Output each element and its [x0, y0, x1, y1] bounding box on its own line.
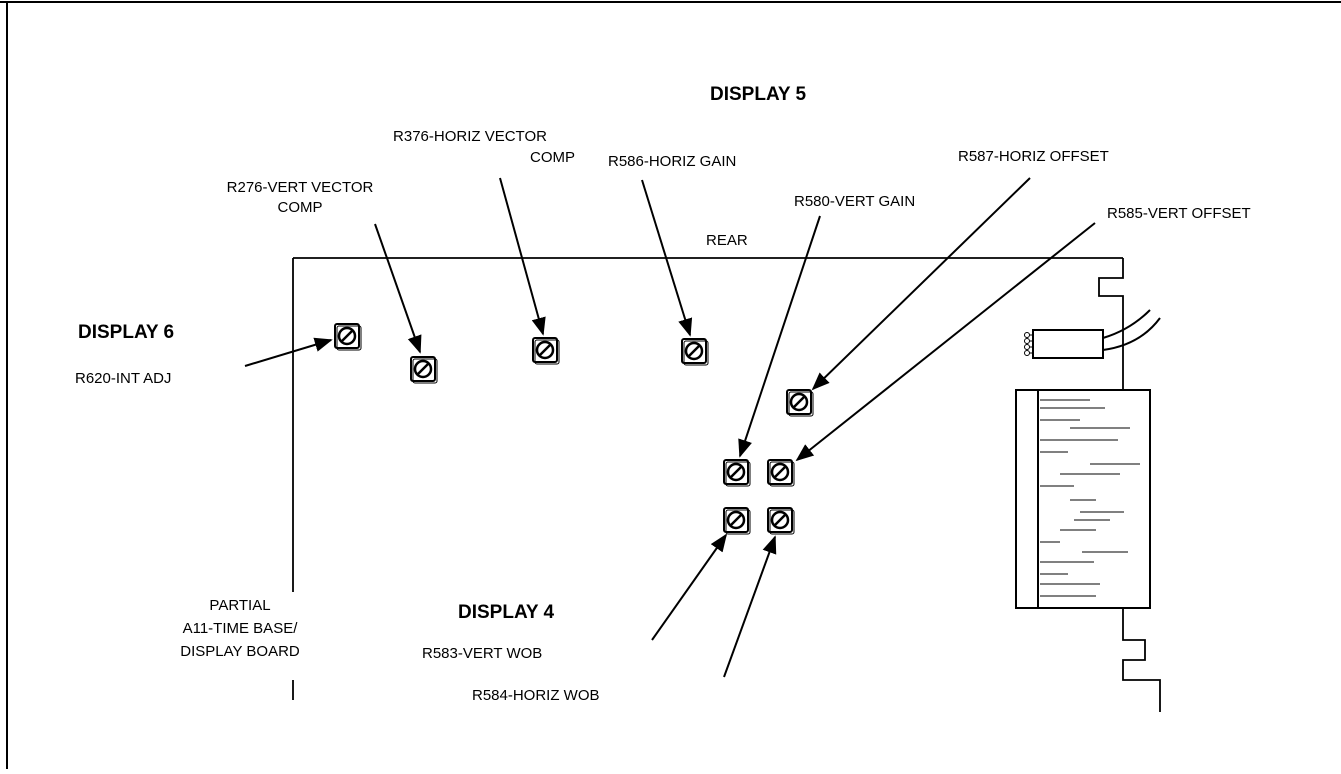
- r585-potentiometer-icon[interactable]: [766, 458, 796, 488]
- r584-potentiometer-icon[interactable]: [766, 506, 796, 536]
- r276-label-line1: R276-VERT VECTOR: [227, 179, 374, 196]
- r376-label-line2: COMP: [530, 149, 575, 166]
- r587-potentiometer-icon[interactable]: [785, 388, 815, 418]
- r276-potentiometer-icon[interactable]: [409, 355, 439, 385]
- board-edge-label: REAR: [706, 232, 748, 249]
- leader-arrows: [244, 177, 1096, 678]
- display5-header: DISPLAY 5: [710, 84, 807, 105]
- r585-label: R585-VERT OFFSET: [1107, 205, 1251, 222]
- r586-label: R586-HORIZ GAIN: [608, 153, 736, 170]
- r276-label-line2: COMP: [278, 199, 323, 216]
- cable-plug: [1024, 309, 1161, 359]
- r620-potentiometer-icon[interactable]: [333, 322, 363, 352]
- r583-potentiometer-icon[interactable]: [722, 506, 752, 536]
- board-connector: [1015, 389, 1151, 609]
- r583-label: R583-VERT WOB: [422, 645, 542, 662]
- r587-label: R587-HORIZ OFFSET: [958, 148, 1109, 165]
- r376-label-line1: R376-HORIZ VECTOR: [393, 128, 547, 145]
- r586-potentiometer-icon[interactable]: [680, 337, 710, 367]
- board-label-line1: PARTIAL: [209, 597, 270, 614]
- r580-label: R580-VERT GAIN: [794, 193, 915, 210]
- display6-header: DISPLAY 6: [78, 322, 174, 343]
- board-label-line3: DISPLAY BOARD: [180, 643, 300, 660]
- board-outline: [292, 257, 1161, 712]
- r584-label: R584-HORIZ WOB: [472, 687, 600, 704]
- r580-potentiometer-icon[interactable]: [722, 458, 752, 488]
- r376-potentiometer-icon[interactable]: [531, 336, 561, 366]
- board-label-line2: A11-TIME BASE/: [183, 620, 299, 637]
- r620-label: R620-INT ADJ: [75, 370, 171, 387]
- display4-header: DISPLAY 4: [458, 602, 555, 623]
